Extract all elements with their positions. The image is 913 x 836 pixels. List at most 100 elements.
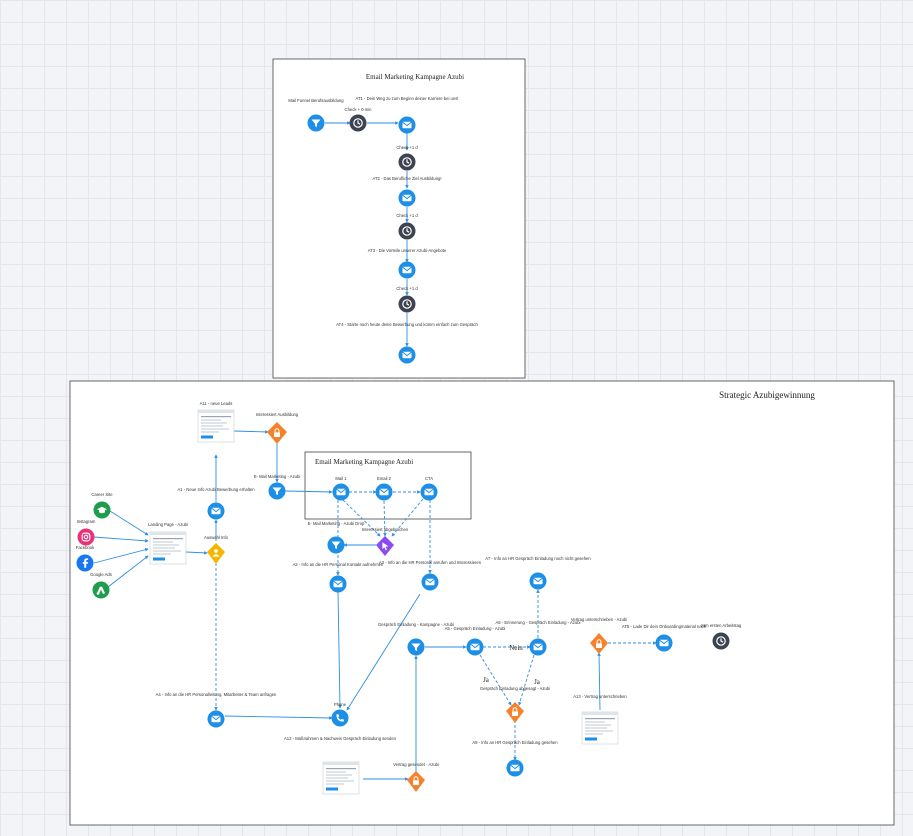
mail-icon — [510, 764, 520, 772]
drop-label: E- Mail Marketing - Azubi Drop — [308, 521, 365, 526]
phone-node[interactable]: Phone — [331, 702, 349, 727]
mail-icon — [402, 351, 412, 359]
inner-campaign-frame-title: Email Marketing Kampagne Azubi — [315, 458, 413, 466]
vertrag-gesendet-node[interactable]: Vertrag gesendet - Azubi — [393, 762, 439, 792]
vertrag-gesendet-label: Vertrag gesendet - Azubi — [393, 762, 439, 767]
vertrag-unter-node[interactable]: Vertrag unterschrieben - Azubi — [571, 617, 627, 654]
a8-node[interactable]: A8 - Erinnerung - Gespräch Einladung - A… — [496, 620, 581, 656]
form-thumbnail — [322, 761, 360, 795]
landing-page-form[interactable]: Landing Page - Azubi — [148, 522, 188, 565]
mail-icon — [424, 488, 434, 496]
at5-label: AT5 - Lade Dir dein Onboardingmaterial n… — [622, 624, 707, 629]
a12-label: A12 - Maßnahmen & Nachweis Gespräch Einl… — [284, 736, 397, 741]
top-at3-node[interactable]: AT3 - Die Vorteile unserer Azubi-Angebot… — [368, 248, 447, 279]
cta-label: CTA — [425, 476, 433, 481]
gespraech-node[interactable]: Gespräch Einladung - Kampagne - Azubi — [378, 622, 454, 656]
form-thumbnail — [149, 531, 187, 565]
gespraech-abgesagt-node[interactable]: Gespräch Einladung abgesagt - Azubi — [480, 686, 550, 723]
mail-icon — [425, 578, 435, 586]
email2-node[interactable]: Email 2 — [375, 476, 393, 501]
new-leads-form[interactable]: A11 - neue Leads — [197, 401, 235, 443]
top-at4-node[interactable]: AT4 - Starte noch heute deine Bewerbung … — [336, 322, 479, 364]
mail-icon — [402, 194, 412, 202]
a6-label: A5 - Gespräch Einladung - Azubi — [445, 626, 506, 631]
google-ads-node[interactable]: Google Ads — [90, 572, 112, 599]
landing-page-label: Landing Page - Azubi — [148, 522, 188, 527]
mail-icon — [336, 488, 346, 496]
onboarding-label: zum ersten Arbeitstag — [701, 623, 742, 628]
onboarding-node[interactable]: zum ersten Arbeitstag — [701, 623, 742, 650]
a13-label: A13 - Vertrag unterschrieben — [573, 694, 627, 699]
top-at1-label: AT1 - Dein Weg zu zum Beginn deiner Karr… — [356, 96, 459, 101]
a3-label: A3 - Info an die HR Personal anrufen und… — [379, 560, 482, 565]
ja-label-left: Ja — [483, 676, 490, 684]
mail-icon — [533, 643, 543, 651]
vertrag-unter-label: Vertrag unterschrieben - Azubi — [571, 617, 627, 622]
nein-label: Nein — [509, 644, 523, 652]
a7-label: A7 - Info an HR Gespräch Einladung noch … — [485, 556, 591, 561]
top-check-3-node[interactable]: Check +1 d — [396, 286, 418, 313]
facebook-node[interactable]: Facebook — [76, 545, 95, 572]
a9-label: A9 - Info an HR Gespräch Einladung geseh… — [472, 740, 558, 745]
mail-icon — [402, 266, 412, 274]
a6-node[interactable]: A5 - Gespräch Einladung - Azubi — [445, 626, 506, 656]
mail-icon — [470, 643, 480, 651]
a1-label: A1 - Neue Info Azubi Bewerbung erhalten — [177, 487, 255, 492]
new-leads-label: A11 - neue Leads — [200, 401, 233, 406]
a2-label: A2 - Info an die HR Personal Kontakt auf… — [293, 562, 384, 567]
a4-label: A4 - Info an die HR Personalleitung, Mit… — [156, 692, 277, 697]
top-funnel-label: Mail Funnel Berufsausbildung — [288, 98, 344, 103]
emailmkt-node[interactable]: E- Mail Marketing - Azubi — [254, 474, 301, 500]
instagram-label: Instagram — [77, 519, 96, 524]
top-check-1-node[interactable]: Check +1 d — [396, 145, 418, 171]
form-thumbnail — [581, 711, 619, 745]
abgebrochen-node[interactable]: Interessiert abgebrochen — [362, 527, 409, 556]
a12-form[interactable]: A12 - Maßnahmen & Nachweis Gespräch Einl… — [284, 736, 397, 795]
emailmkt-label: E- Mail Marketing - Azubi — [254, 474, 301, 479]
top-at2-label: AT2 - Das Berufliche Ziel Ausbildung! — [372, 176, 441, 181]
google-ads-label: Google Ads — [90, 572, 112, 577]
a4-node[interactable]: A4 - Info an die HR Personalleitung, Mit… — [156, 692, 277, 728]
mail-icon — [211, 507, 221, 515]
email-campaign-frame-title: Email Marketing Kampagne Azubi — [366, 73, 464, 81]
top-check-3-label: Check +1 d — [396, 286, 418, 291]
main-edges — [93, 430, 657, 781]
a1-node[interactable]: A1 - Neue Info Azubi Bewerbung erhalten — [177, 487, 255, 520]
top-check-0-label: Check + 0 min — [345, 107, 373, 112]
top-funnel-node[interactable]: Mail Funnel Berufsausbildung — [288, 98, 344, 132]
mail-icon — [379, 488, 389, 496]
mail-icon — [659, 639, 669, 647]
mail1-node[interactable]: Mail 1 — [332, 476, 350, 501]
a3-node[interactable]: A3 - Info an die HR Personal anrufen und… — [379, 560, 482, 591]
top-check-2-label: Check +1 d — [396, 213, 418, 218]
a7-node[interactable]: A7 - Info an HR Gespräch Einladung noch … — [485, 556, 591, 590]
auswahl-label: Auswahl Info — [204, 535, 229, 540]
abgebrochen-label: Interessiert abgebrochen — [362, 527, 409, 532]
instagram-node[interactable]: Instagram — [77, 519, 96, 546]
cta-node[interactable]: CTA — [420, 476, 438, 501]
career-site-node[interactable]: Career Site — [91, 492, 113, 519]
at5-node[interactable]: AT5 - Lade Dir dein Onboardingmaterial n… — [622, 624, 707, 652]
drop-node[interactable]: E- Mail Marketing - Azubi Drop — [308, 521, 365, 554]
mail-icon — [333, 580, 343, 588]
career-site-label: Career Site — [91, 492, 113, 497]
gespraech-label: Gespräch Einladung - Kampagne - Azubi — [378, 622, 454, 627]
form-thumbnail — [197, 409, 235, 443]
mail1-label: Mail 1 — [335, 476, 347, 481]
top-at4-label: AT4 - Starte noch heute deine Bewerbung … — [336, 322, 478, 327]
email-campaign-frame[interactable]: Email Marketing Kampagne Azubi Mail Funn… — [272, 58, 526, 379]
ja-label-right: Ja — [534, 678, 541, 686]
top-check-0-node[interactable]: Check + 0 min — [345, 107, 373, 132]
interest-label: Interessiert Ausbildung — [256, 412, 299, 417]
a9-node[interactable]: A9 - Info an HR Gespräch Einladung geseh… — [472, 740, 558, 777]
interest-node[interactable]: Interessiert Ausbildung — [256, 412, 299, 444]
top-at2-node[interactable]: AT2 - Das Berufliche Ziel Ausbildung! — [372, 176, 442, 207]
strategic-frame[interactable]: Strategic Azubigewinnung — [69, 380, 895, 826]
facebook-label: Facebook — [76, 545, 95, 550]
auswahl-node[interactable]: Auswahl Info — [204, 535, 229, 564]
a2-node[interactable]: A2 - Info an die HR Personal Kontakt auf… — [293, 562, 384, 593]
a13-form[interactable]: A13 - Vertrag unterschrieben — [573, 694, 627, 745]
top-check-2-node[interactable]: Check +1 d — [396, 213, 418, 240]
top-at1-node[interactable]: AT1 - Dein Weg zu zum Beginn deiner Karr… — [356, 96, 459, 134]
